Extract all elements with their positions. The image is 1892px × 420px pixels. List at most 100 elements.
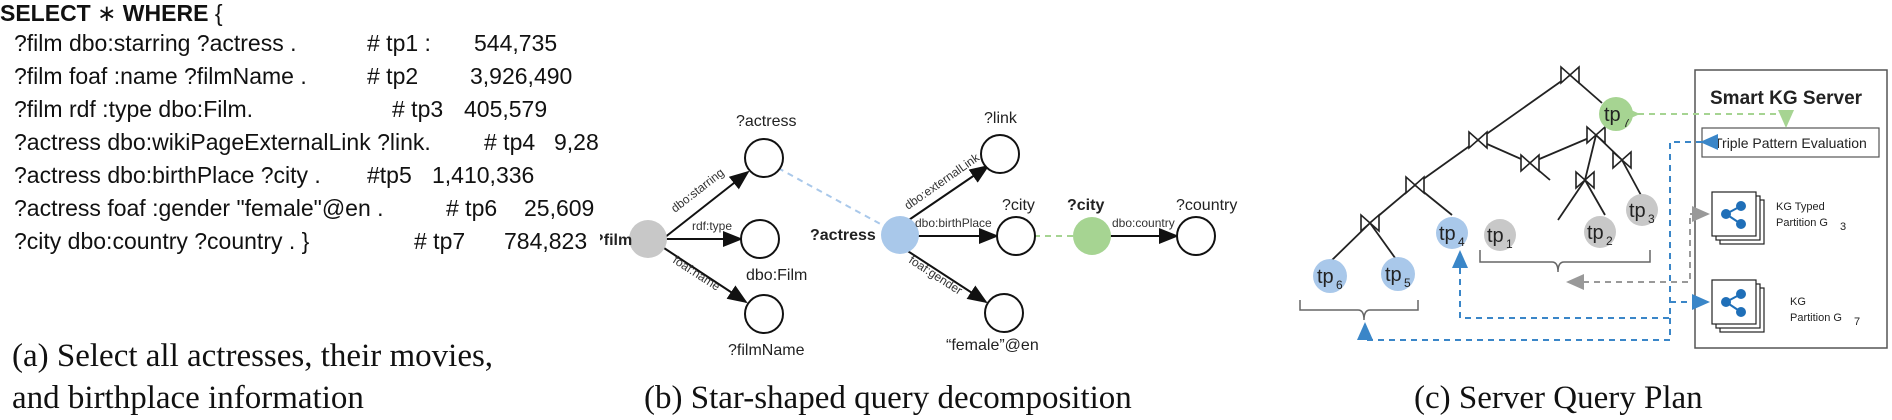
tp4-label: tp [1439,223,1456,245]
caption-b: (b) Star-shaped query decomposition [644,380,1132,416]
edge-external-link [899,164,990,227]
tp6-subscript: 6 [1336,278,1343,292]
triple-pattern-row: ?film rdf :type dbo:Film. # tp3 405,579 [14,93,598,125]
edge-starring [663,170,750,239]
edge-label-external-link: dbo:externalLink [902,150,983,213]
partition1-sub: 3 [1840,221,1846,233]
triple-pattern-count: 784,823 [504,228,588,254]
smart-kg-server-title: Smart KG Server [1710,88,1863,109]
triple-pattern-row: ?actress foaf :gender "female"@en . # tp… [14,192,598,224]
triple-pattern-row: ?city dbo:country ?country . } # tp7 784… [14,225,598,257]
edge-gender [899,245,988,304]
node-city [996,216,1036,256]
partition2-sub: 7 [1854,316,1860,328]
panel-a-sparql-query: SELECT ∗ WHERE { ?film dbo:starring ?act… [0,0,600,420]
partition2-line1: KG [1790,296,1806,308]
triple-pattern: ?actress dbo:birthPlace ?city . [14,162,321,188]
tp1-subscript: 1 [1506,237,1513,251]
edge-name [663,247,748,304]
triple-pattern-id: # tp1 : [367,30,431,56]
triple-pattern-count: 544,735 [474,30,558,56]
node-film-class [740,219,780,259]
label-country: ?country [1176,197,1237,214]
triple-pattern-row: ?actress dbo:wikiPageExternalLink ?link.… [14,126,598,158]
triple-pattern: ?film dbo:starring ?actress . [14,30,297,56]
triple-pattern-count: 1,410,336 [432,162,535,188]
tp5-node [1381,257,1415,291]
edge-label-country: dbo:country [1112,216,1175,230]
join-operator-icon [1360,214,1380,232]
tp1-label: tp [1487,225,1504,247]
join-link-actress [777,167,885,227]
edge-label-starring: dbo:starring [668,165,727,215]
edge-label-gender: foaf:gender [906,253,965,298]
node-city-join [1073,217,1111,255]
join-operator-icon [1586,126,1606,144]
join-operator-icon [1405,176,1425,194]
join-operator-icon [1468,131,1488,149]
label-link: ?link [984,110,1018,127]
triple-pattern-id: #tp5 [367,162,412,188]
query-header: SELECT ∗ WHERE { [0,0,223,26]
node-female [984,293,1024,333]
panel-b-star-decomposition: ?film ?actress dbo:Film ?filmName ?actre… [600,0,1250,420]
triple-pattern-evaluation-box [1701,127,1880,158]
triple-pattern: ?actress foaf :gender "female"@en . [14,195,384,221]
triple-pattern-count: 3,926,490 [470,63,573,89]
server-query-plan-graph: tp 7 tp 4 tp 1 tp 2 tp 3 tp 6 tp 5 Smart… [1299,66,1888,349]
tp7-label: tp [1604,104,1621,126]
join-operator-icon [1575,171,1595,189]
select-keyword: SELECT [0,0,91,26]
tp5-subscript: 5 [1404,276,1411,290]
panel-c-server-query-plan: tp 7 tp 4 tp 1 tp 2 tp 3 tp 6 tp 5 Smart… [1250,0,1892,420]
tp6-node [1313,259,1347,293]
triple-pattern: ?film rdf :type dbo:Film. [14,96,254,122]
join-operator-icon [1560,66,1580,84]
node-country [1176,216,1216,256]
triple-pattern-count: 25,609 [524,195,595,221]
select-star: ∗ [97,0,117,26]
join-operator-icon [1612,151,1632,169]
triple-pattern-count: 405,579 [464,96,548,122]
triple-pattern: ?actress dbo:wikiPageExternalLink ?link. [14,129,431,155]
triple-pattern-count: 9,28 [554,129,598,155]
edge-label-type: rdf:type [692,219,732,233]
label-female: “female”@en [946,337,1039,354]
edge-label-birth-place: dbo:birthPlace [915,216,992,230]
caption-a-line1: (a) Select all actresses, their movies, [12,338,494,374]
tp4-subscript: 4 [1458,235,1465,249]
label-city-join: ?city [1067,197,1104,214]
kg-partition-icon [1711,279,1765,333]
edge-label-name: foaf:name [670,253,723,294]
tp5-label: tp [1385,264,1402,286]
kg-typed-partition-icon [1711,191,1765,245]
brace-tp6-tp5 [1299,300,1419,321]
label-film-name: ?filmName [728,342,805,359]
node-actress-top [744,138,784,178]
node-link [980,134,1020,174]
caption-c: (c) Server Query Plan [1414,380,1703,416]
triple-pattern: ?city dbo:country ?country . } [14,228,310,254]
caption-a-line2: and birthplace information [12,380,364,416]
label-film-class: dbo:Film [746,267,807,284]
label-actress-top: ?actress [736,113,796,130]
triple-pattern: ?film foaf :name ?filmName . [14,63,307,89]
node-actress-center [881,216,919,254]
triple-pattern-id: # tp6 [446,195,498,221]
triple-pattern-id: # tp3 [392,96,444,122]
partition1-line2: Partition G [1776,217,1828,229]
arrow-typed-partition-to-tp1-tp3 [1566,213,1708,290]
join-operator-icon [1520,154,1540,172]
open-brace: { [214,0,223,26]
label-city: ?city [1002,197,1035,214]
arrow-tp7-evaluation [1622,106,1794,128]
node-film [629,220,667,258]
partition2-line2: Partition G [1790,312,1842,324]
triple-pattern-evaluation-label: Triple Pattern Evaluation [1714,135,1867,151]
triple-pattern-row: ?film foaf :name ?filmName . # tp2 3,926… [14,60,598,92]
arrow-to-tp6-tp5 [1357,318,1671,341]
node-film-name [744,294,784,334]
triple-pattern-row: ?film dbo:starring ?actress . # tp1 : 54… [14,27,598,59]
tp2-label: tp [1587,222,1604,244]
brace-tp1-tp3 [1479,250,1651,273]
